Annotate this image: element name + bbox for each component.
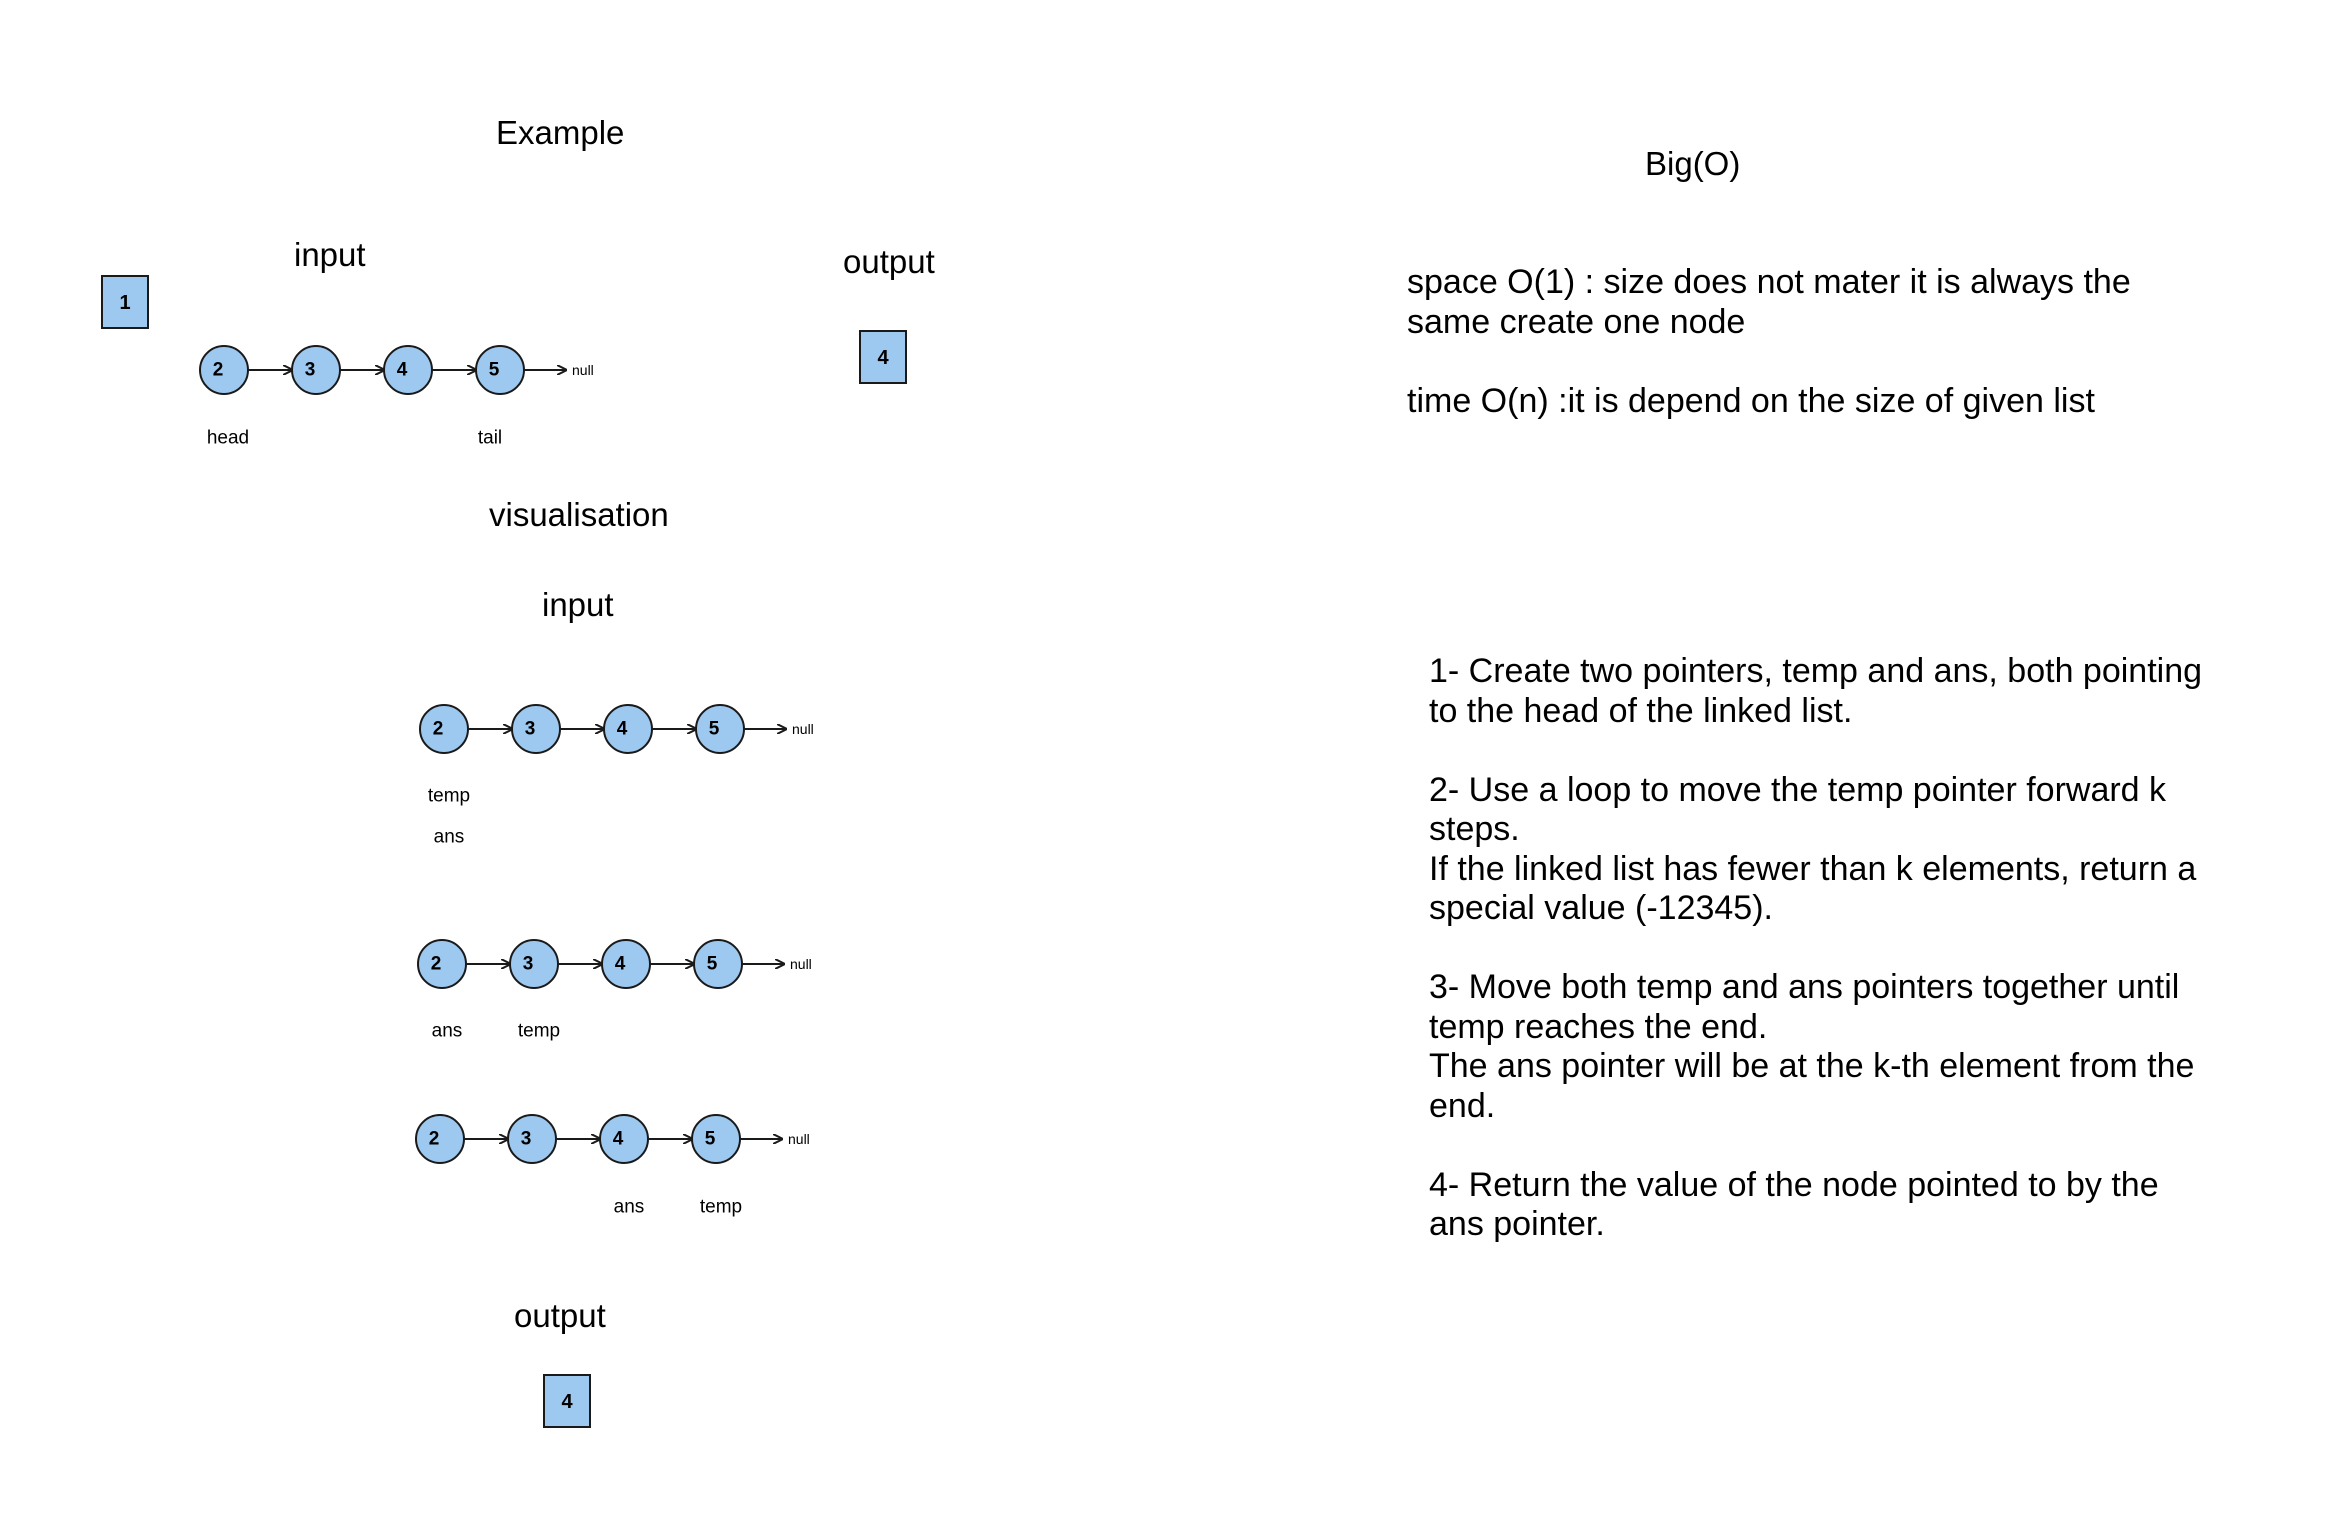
- step-1-list-node-value: 3: [525, 719, 536, 740]
- step-1-list-node: [419, 704, 469, 754]
- k-value-box: [101, 275, 149, 329]
- step-line: special value (-12345).: [1429, 889, 1773, 927]
- complexity-block: space O(1) : size does not mater it is a…: [1407, 263, 2307, 421]
- step-line: 1- Create two pointers, temp and ans, bo…: [1429, 652, 2203, 690]
- head-label: head: [207, 428, 249, 449]
- step-2-list-node-value: 2: [431, 954, 442, 975]
- example-output-box: [859, 330, 907, 384]
- space-complexity: space O(1) : size does not mater it is a…: [1407, 263, 2307, 342]
- example-list-null-label: null: [572, 362, 594, 378]
- step-1-list-node-value: 5: [709, 719, 720, 740]
- step-3-list-node: [691, 1114, 741, 1164]
- pointer-label: ans: [432, 1021, 463, 1042]
- example-output-label: output: [843, 243, 935, 280]
- step-3-list-null-label: null: [788, 1131, 810, 1147]
- step-line: ans pointer.: [1429, 1205, 1605, 1243]
- step-3-list-node-value: 5: [705, 1129, 716, 1150]
- step-line: to the head of the linked list.: [1429, 691, 1853, 730]
- example-list-node-value: 2: [213, 360, 224, 381]
- step-1-list-node: [511, 704, 561, 754]
- example-output-box-value: 4: [877, 347, 889, 369]
- step-2-list-node: [601, 939, 651, 989]
- step-3-list-node-value: 2: [429, 1129, 440, 1150]
- step-line: 3- Move both temp and ans pointers toget…: [1429, 968, 2180, 1006]
- example-list-node-value: 5: [489, 360, 500, 381]
- k-value-box-value: 1: [119, 292, 130, 314]
- pointer-label: temp: [518, 1021, 560, 1042]
- example-list-node: [475, 345, 525, 395]
- visualisation-input-label: input: [542, 586, 614, 623]
- step-line: end.: [1429, 1086, 1496, 1125]
- space-complexity-line: same create one node: [1407, 302, 1746, 341]
- step-2-list-node-value: 5: [707, 954, 718, 975]
- step-2-list-node: [509, 939, 559, 989]
- step-2-list-node-value: 4: [615, 954, 626, 975]
- visualisation-output-label: output: [514, 1297, 606, 1334]
- visualisation-output-box: [543, 1374, 591, 1428]
- time-complexity-line: time O(n) :it is depend on the size of g…: [1407, 381, 2095, 420]
- time-complexity: time O(n) :it is depend on the size of g…: [1407, 382, 2307, 422]
- pointer-label: temp: [700, 1197, 742, 1218]
- algorithm-step-1: 1- Create two pointers, temp and ans, bo…: [1429, 652, 2309, 731]
- tail-label: tail: [478, 428, 502, 449]
- step-2-list-null-label: null: [790, 956, 812, 972]
- step-2-list-node-value: 3: [523, 954, 534, 975]
- example-list-node: [291, 345, 341, 395]
- visualisation-title: visualisation: [489, 496, 669, 533]
- step-1-list-node-value: 4: [617, 719, 628, 740]
- example-list-node-value: 4: [397, 360, 408, 381]
- example-title: Example: [496, 114, 625, 151]
- algorithm-steps: 1- Create two pointers, temp and ans, bo…: [1429, 652, 2309, 1245]
- step-line: steps.: [1429, 810, 1520, 848]
- step-1-list-node: [695, 704, 745, 754]
- step-3-list-node: [415, 1114, 465, 1164]
- bigo-title: Big(O): [1645, 145, 1741, 182]
- step-line: The ans pointer will be at the k-th elem…: [1429, 1047, 2195, 1085]
- step-2-list-node: [417, 939, 467, 989]
- example-list-node: [383, 345, 433, 395]
- visualisation-output-box-value: 4: [561, 1391, 573, 1413]
- step-1-list-node: [603, 704, 653, 754]
- algorithm-step-3: 3- Move both temp and ans pointers toget…: [1429, 968, 2309, 1126]
- algorithm-step-4: 4- Return the value of the node pointed …: [1429, 1166, 2309, 1245]
- step-3-list-node-value: 4: [613, 1129, 624, 1150]
- step-2-list-node: [693, 939, 743, 989]
- step-line: If the linked list has fewer than k elem…: [1429, 849, 2197, 888]
- step-line: 2- Use a loop to move the temp pointer f…: [1429, 770, 2167, 809]
- pointer-label: temp: [428, 786, 470, 807]
- pointer-label: ans: [614, 1197, 645, 1218]
- step-3-list-node: [507, 1114, 557, 1164]
- step-line: 4- Return the value of the node pointed …: [1429, 1165, 2159, 1204]
- step-3-list-node: [599, 1114, 649, 1164]
- example-input-label: input: [294, 236, 366, 273]
- example-list-node: [199, 345, 249, 395]
- pointer-label: ans: [434, 827, 465, 848]
- step-line: temp reaches the end.: [1429, 1007, 1768, 1046]
- step-1-list-null-label: null: [792, 721, 814, 737]
- example-list-node-value: 3: [305, 360, 316, 381]
- algorithm-step-2: 2- Use a loop to move the temp pointer f…: [1429, 771, 2309, 929]
- step-3-list-node-value: 3: [521, 1129, 532, 1150]
- step-1-list-node-value: 2: [433, 719, 444, 740]
- space-complexity-line: space O(1) : size does not mater it is a…: [1407, 263, 2131, 301]
